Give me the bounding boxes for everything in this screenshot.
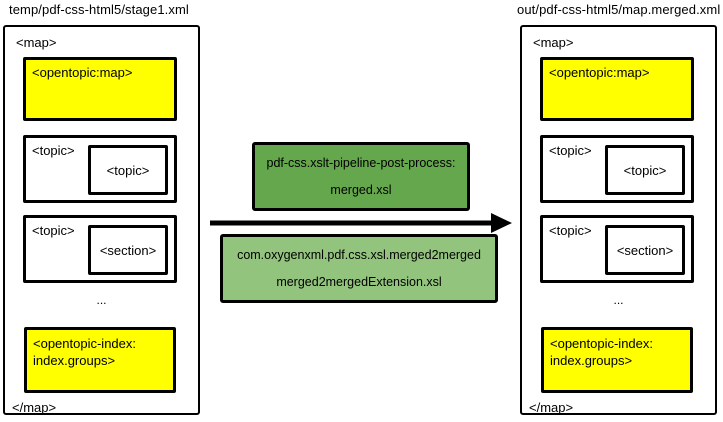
right-ellipsis: ... — [613, 293, 624, 307]
left-nested-section-label: <section> — [99, 242, 157, 258]
right-map-close-tag: </map> — [529, 400, 574, 415]
right-map-box: <map> <opentopic:map> <topic> <topic> <t… — [520, 25, 717, 415]
left-file-title: temp/pdf-css-html5/stage1.xml — [9, 2, 189, 17]
left-opentopic-index-line1: <opentopic-index: — [33, 336, 136, 351]
merged-xsl-label: merged.xsl — [330, 183, 392, 197]
right-topic-2-label: <topic> — [549, 223, 592, 238]
xslt-pipeline-post-process-label: pdf-css.xslt-pipeline-post-process: — [266, 156, 456, 170]
right-nested-section-box: <section> — [605, 225, 685, 275]
xslt-pipeline-post-process-box: pdf-css.xslt-pipeline-post-process: merg… — [252, 142, 470, 211]
merged2merged-extension-box: com.oxygenxml.pdf.css.xsl.merged2merged … — [220, 234, 498, 303]
right-opentopic-index-line2: index.groups> — [550, 353, 633, 368]
left-opentopic-index-box: <opentopic-index: index.groups> — [24, 327, 176, 393]
right-opentopic-index-line1: <opentopic-index: — [550, 336, 653, 351]
merged2merged-extension-xsl-label: merged2mergedExtension.xsl — [276, 275, 442, 289]
transform-arrow-icon — [210, 213, 512, 233]
left-opentopic-map-box: <opentopic:map> — [23, 57, 177, 121]
right-nested-topic-box: <topic> — [605, 145, 685, 195]
left-nested-section-box: <section> — [88, 225, 168, 275]
right-opentopic-map-label: <opentopic:map> — [549, 65, 650, 80]
left-opentopic-index-line2: index.groups> — [33, 353, 116, 368]
left-topic-1-label: <topic> — [32, 143, 75, 158]
right-file-title: out/pdf-css-html5/map.merged.xml — [517, 2, 721, 17]
left-topic-box-2: <topic> <section> — [23, 215, 177, 283]
right-topic-1-label: <topic> — [549, 143, 592, 158]
left-map-close-tag: </map> — [12, 400, 57, 415]
right-opentopic-index-box: <opentopic-index: index.groups> — [541, 327, 693, 393]
right-map-open-tag: <map> — [533, 35, 574, 50]
right-topic-box-1: <topic> <topic> — [540, 135, 694, 203]
left-nested-topic-box: <topic> — [88, 145, 168, 195]
left-map-box: <map> <opentopic:map> <topic> <topic> <t… — [3, 25, 200, 415]
merged2merged-package-label: com.oxygenxml.pdf.css.xsl.merged2merged — [237, 248, 481, 262]
left-nested-topic-label: <topic> — [106, 162, 150, 178]
left-map-open-tag: <map> — [16, 35, 57, 50]
left-ellipsis: ... — [96, 293, 107, 307]
right-topic-box-2: <topic> <section> — [540, 215, 694, 283]
right-nested-section-label: <section> — [616, 242, 674, 258]
right-opentopic-map-box: <opentopic:map> — [540, 57, 694, 121]
left-topic-box-1: <topic> <topic> — [23, 135, 177, 203]
left-topic-2-label: <topic> — [32, 223, 75, 238]
right-nested-topic-label: <topic> — [623, 162, 667, 178]
left-opentopic-map-label: <opentopic:map> — [32, 65, 133, 80]
